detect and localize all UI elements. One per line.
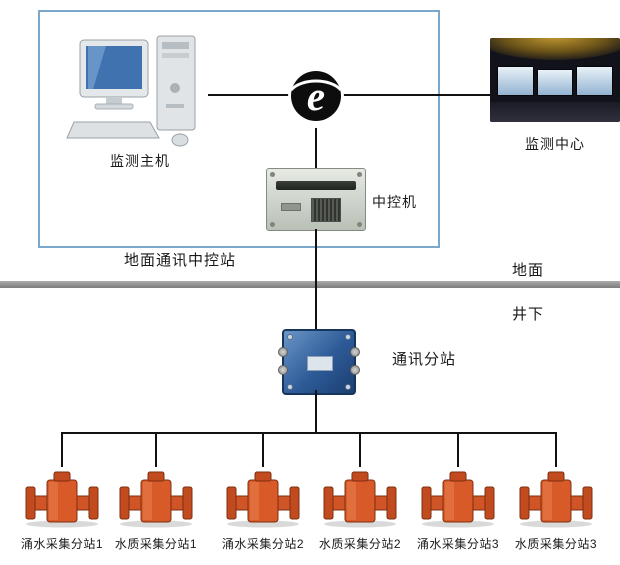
device-group: 水质采集分站1 bbox=[101, 466, 211, 552]
screen-wall bbox=[497, 66, 614, 96]
rack-grille bbox=[311, 198, 341, 222]
device-label: 涌水采集分站3 bbox=[416, 537, 500, 551]
surface-label: 地面 bbox=[512, 262, 545, 279]
rack-screw bbox=[357, 222, 362, 227]
water-sensor-icon bbox=[20, 466, 104, 528]
ceiling-glow bbox=[490, 38, 620, 60]
desktop-computer-icon bbox=[62, 30, 212, 155]
device-group: 水质采集分站3 bbox=[501, 466, 611, 552]
junction-nameplate bbox=[307, 356, 333, 371]
drop-line-3 bbox=[262, 432, 264, 467]
screen-middle bbox=[536, 69, 574, 96]
water-sensor-icon bbox=[114, 466, 198, 528]
rack-drive-bay bbox=[281, 203, 301, 211]
drop-line-5 bbox=[457, 432, 459, 467]
monitoring-center-image bbox=[490, 38, 620, 122]
water-sensor-icon bbox=[221, 466, 305, 528]
water-sensor-icon bbox=[416, 466, 500, 528]
cable-gland bbox=[350, 365, 360, 375]
control-desk bbox=[490, 102, 620, 122]
drop-line-2 bbox=[155, 432, 157, 467]
central-controller-illustration bbox=[266, 168, 366, 231]
cable-gland bbox=[350, 347, 360, 357]
device-group: 涌水采集分站3 bbox=[403, 466, 513, 552]
screen-right bbox=[576, 66, 614, 96]
drop-line-4 bbox=[359, 432, 361, 467]
rack-screw bbox=[357, 172, 362, 177]
ground-station-box bbox=[38, 10, 440, 248]
surface-underground-divider bbox=[0, 281, 620, 288]
connection-line-pc-to-internet bbox=[208, 94, 290, 96]
junction-bolt bbox=[287, 384, 293, 390]
underground-label: 井下 bbox=[512, 306, 545, 323]
monitor-center-label: 监测中心 bbox=[525, 136, 585, 152]
device-label: 水质采集分站1 bbox=[114, 537, 198, 551]
rack-screw bbox=[270, 222, 275, 227]
cable-gland bbox=[278, 347, 288, 357]
connection-line-controller-to-junction bbox=[315, 229, 317, 329]
connection-line-internet-to-controller bbox=[315, 121, 317, 168]
junction-bolt bbox=[345, 334, 351, 340]
bus-line bbox=[62, 432, 557, 434]
connection-line-junction-to-bus bbox=[315, 390, 317, 433]
device-label: 涌水采集分站2 bbox=[221, 537, 305, 551]
junction-bolt bbox=[287, 334, 293, 340]
comm-substation-label: 通讯分站 bbox=[392, 351, 457, 368]
screen-left bbox=[497, 66, 534, 96]
central-controller-label: 中控机 bbox=[372, 194, 417, 210]
ground-station-label: 地面通讯中控站 bbox=[123, 252, 236, 269]
device-group: 水质采集分站2 bbox=[305, 466, 415, 552]
junction-box-illustration bbox=[278, 329, 360, 395]
monitor-host-label: 监测主机 bbox=[110, 153, 170, 169]
drop-line-6 bbox=[555, 432, 557, 467]
junction-bolt bbox=[345, 384, 351, 390]
cable-gland bbox=[278, 365, 288, 375]
svg-text:e: e bbox=[307, 73, 325, 119]
device-label: 水质采集分站2 bbox=[318, 537, 402, 551]
device-label: 水质采集分站3 bbox=[514, 537, 598, 551]
device-label: 涌水采集分站1 bbox=[20, 537, 104, 551]
water-sensor-icon bbox=[514, 466, 598, 528]
device-group: 涌水采集分站1 bbox=[7, 466, 117, 552]
drop-line-1 bbox=[61, 432, 63, 467]
rack-vent-slot bbox=[276, 181, 356, 190]
device-group: 涌水采集分站2 bbox=[208, 466, 318, 552]
internet-icon: e bbox=[288, 67, 344, 128]
water-sensor-icon bbox=[318, 466, 402, 528]
rack-screw bbox=[270, 172, 275, 177]
connection-line-internet-to-center bbox=[342, 94, 492, 96]
